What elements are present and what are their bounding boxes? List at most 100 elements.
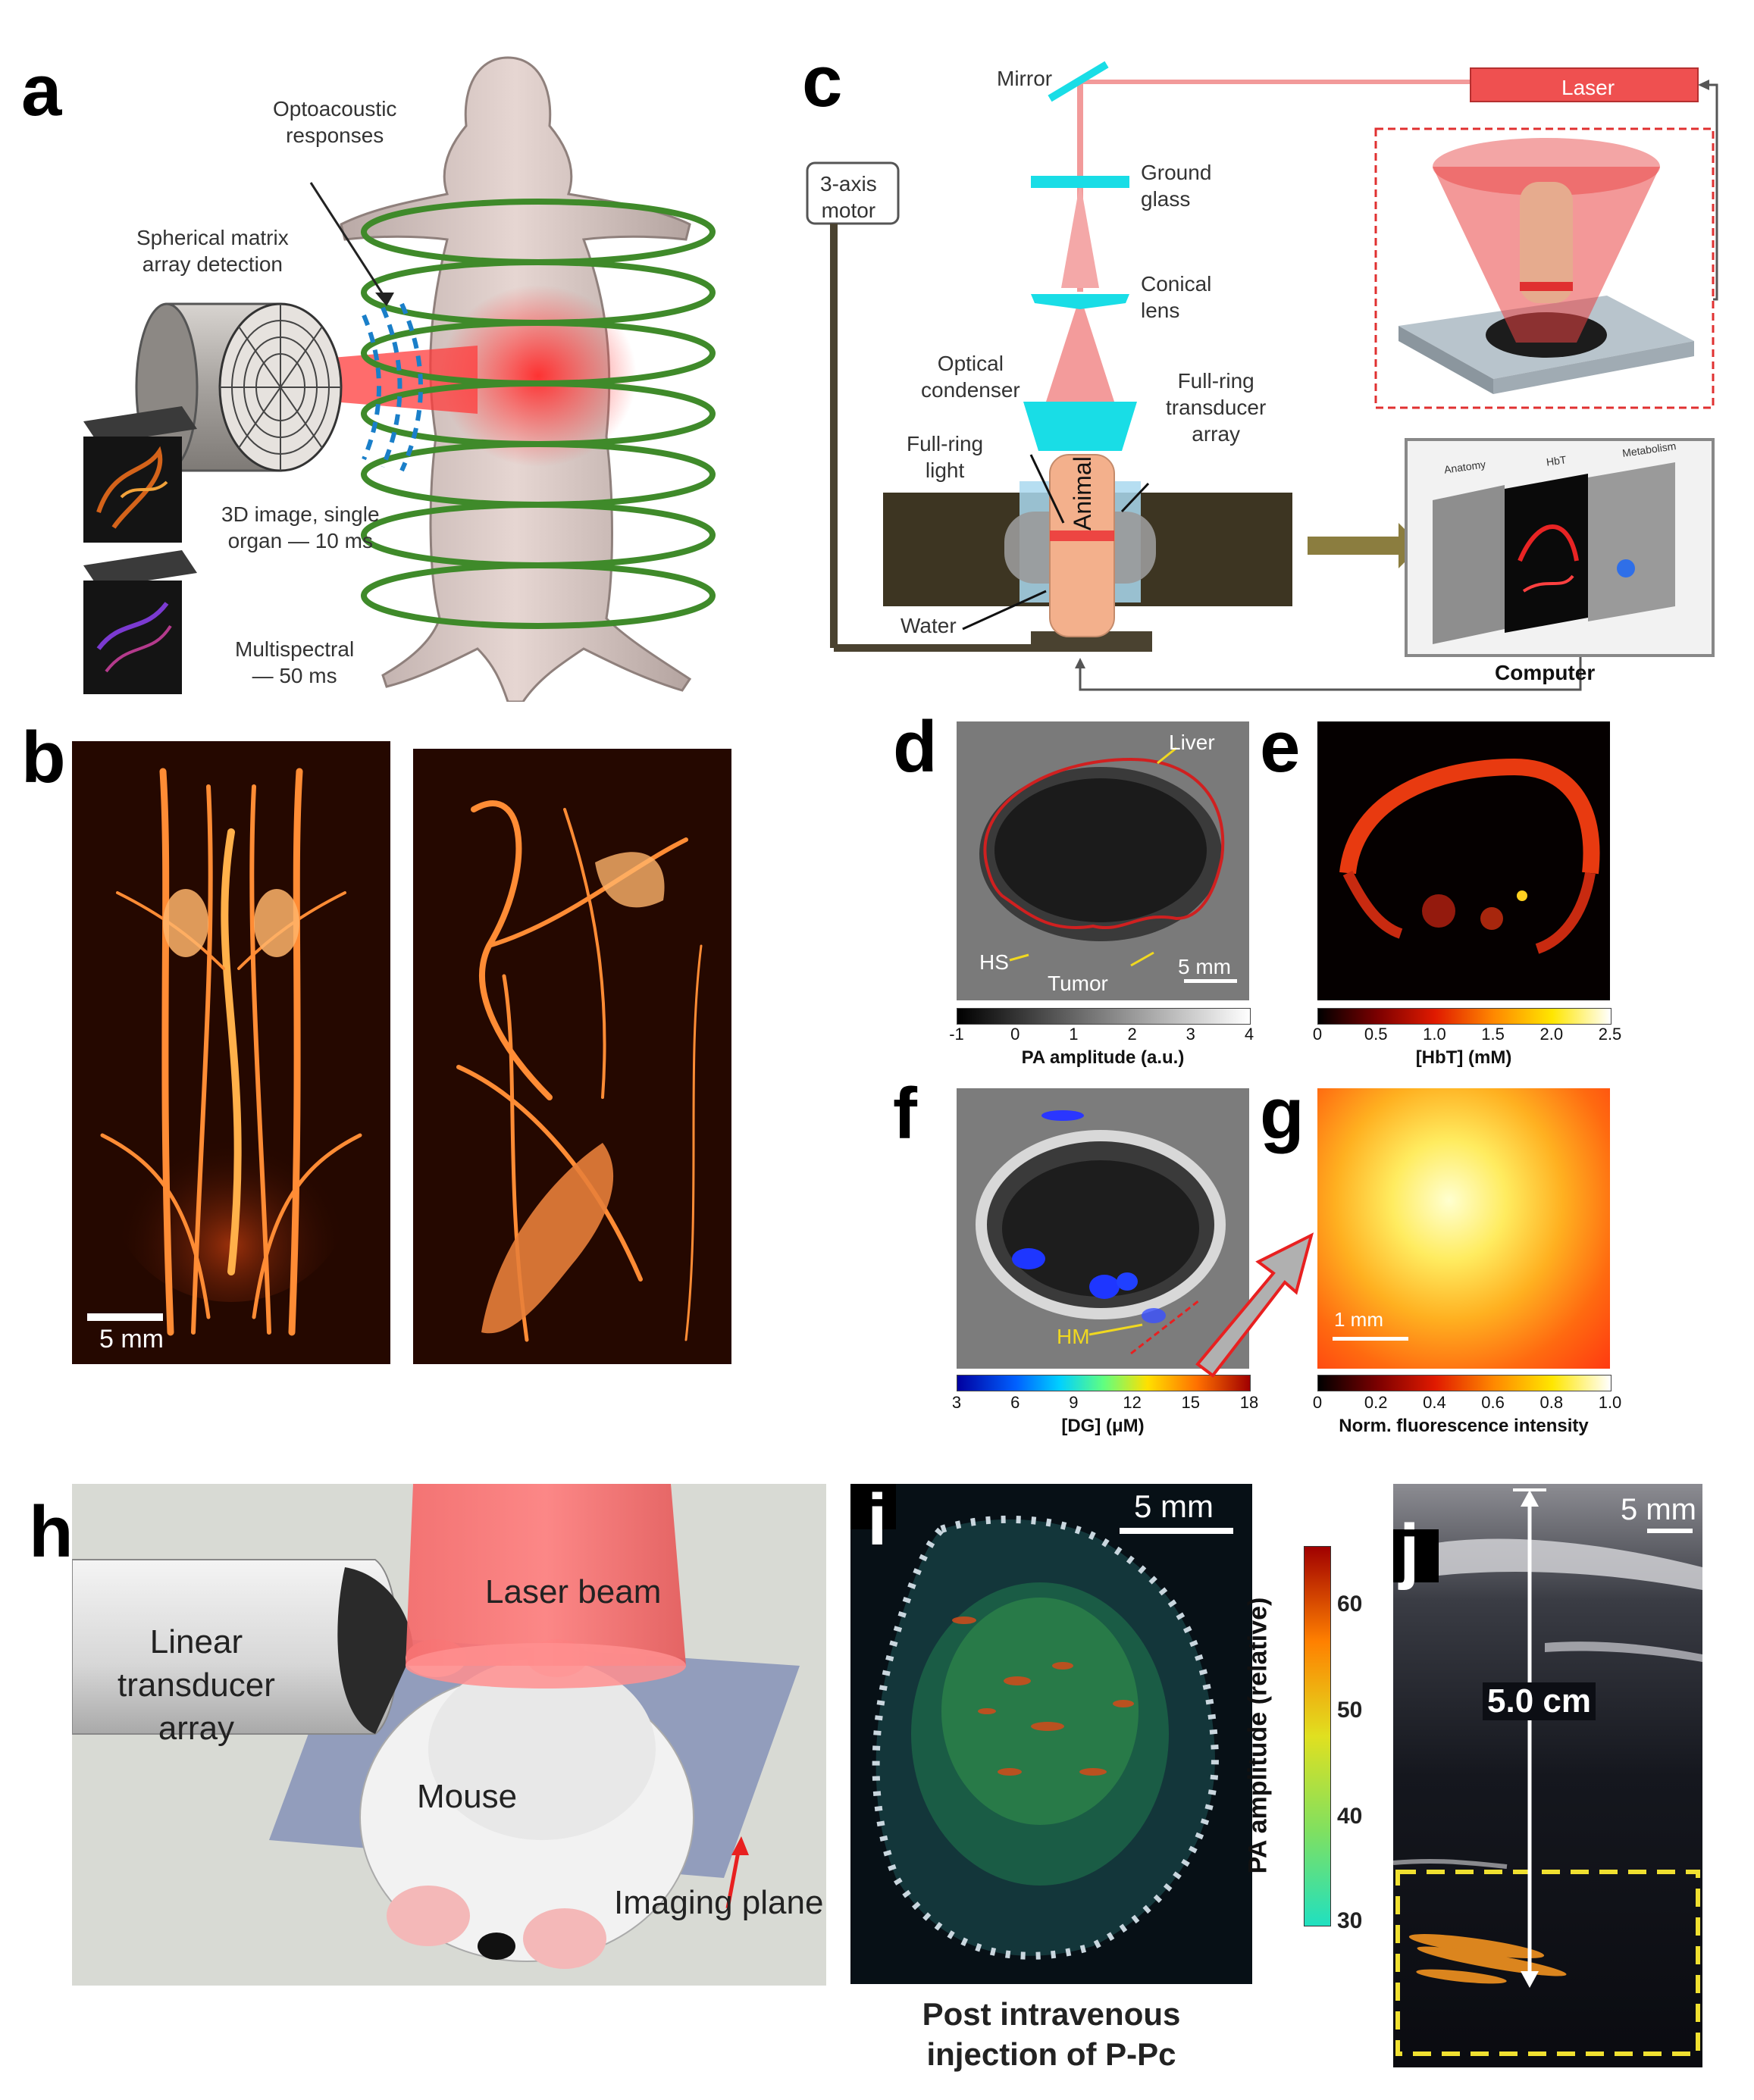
- colorbar-e: [1317, 1008, 1611, 1025]
- colorbar-i-ticks: 60 50 40 30: [1337, 1546, 1383, 1933]
- cbar-e-tick-0: 0: [1312, 1025, 1323, 1044]
- panel-c-schematic: [806, 61, 1718, 691]
- conical-lens: [1031, 294, 1129, 309]
- panel-j-image: j 5 mm 5.0 cm: [1393, 1484, 1702, 2067]
- laser-box[interactable]: [1470, 67, 1699, 102]
- panel-h-image: Linear transducer array Laser beam Mouse…: [72, 1484, 826, 1986]
- cbar-e-tick-3: 1.5: [1481, 1025, 1505, 1044]
- hbt-map: [1317, 721, 1610, 1000]
- panel-label-c: c: [802, 41, 843, 122]
- panel-label-j: j: [1399, 1510, 1420, 1591]
- laser-path: [1046, 80, 1471, 402]
- cbar-f-tick-1: 6: [1010, 1393, 1020, 1412]
- cbar-d-tick-3: 2: [1127, 1025, 1137, 1044]
- zoom-arrow: [1195, 1232, 1314, 1378]
- label-laser: Laser: [1561, 76, 1615, 99]
- cbar-f-tick-5: 18: [1239, 1393, 1259, 1412]
- animal: [1049, 454, 1115, 637]
- caption-i: Post intravenous injection of P-Pc: [922, 1996, 1181, 2072]
- ground-glass: [1031, 176, 1129, 188]
- vessel-map-coronal: [72, 741, 390, 1364]
- label-animal: Animal: [1069, 456, 1096, 530]
- colorbar-d-ticks: -1 0 1 2 3 4 PA amplitude (a.u.): [949, 1025, 1254, 1070]
- colorbar-f: [957, 1375, 1251, 1391]
- cbar-g-tick-1: 0.2: [1364, 1393, 1388, 1412]
- label-liver: Liver: [1169, 731, 1215, 754]
- cbar-g-tick-5: 1.0: [1598, 1393, 1622, 1412]
- cbar-e-tick-4: 2.0: [1539, 1025, 1564, 1044]
- pa-anatomy-map: [957, 721, 1249, 1000]
- label-optical-condenser: Optical condenser: [921, 352, 1020, 402]
- dg-metabolism-map: [957, 1088, 1249, 1369]
- panel-label-g: g: [1260, 1073, 1305, 1154]
- feedback-line-motor: [1079, 656, 1582, 691]
- cbar-g-tick-0: 0: [1312, 1393, 1323, 1412]
- cbar-e-tick-2: 1.0: [1423, 1025, 1446, 1044]
- cbar-f-tick-2: 9: [1069, 1393, 1079, 1412]
- label-full-ring-transducer: Full-ring transducer array: [1166, 369, 1267, 446]
- label-water: Water: [900, 614, 957, 637]
- panel-i-image: i 5 mm: [850, 1484, 1252, 1984]
- colorbar-e-ticks: 0 0.5 1.0 1.5 2.0 2.5 [HbT] (mM): [1313, 1025, 1621, 1070]
- label-linear-array: Linear transducer array: [117, 1623, 275, 1748]
- label-motor: 3-axis motor: [820, 172, 877, 222]
- cbar-g-title: Norm. fluorescence intensity: [1339, 1416, 1589, 1436]
- cbar-e-tick-1: 0.5: [1364, 1025, 1388, 1044]
- optical-condenser: [1023, 402, 1137, 451]
- green-spiral-rings: [361, 199, 716, 629]
- response-arrow: [309, 182, 388, 301]
- linear-transducer: [72, 1559, 413, 1735]
- laser-cone: [406, 1484, 686, 1666]
- label-optoacoustic: Optoacoustic responses: [273, 97, 397, 147]
- colorbar-i: [1304, 1546, 1331, 1926]
- label-scalebar-i: 5 mm: [1134, 1488, 1214, 1524]
- label-imaging-plane: Imaging plane: [614, 1884, 824, 1921]
- label-screen-hbt: HbT: [1545, 453, 1568, 468]
- recon-cube-multispectral: [83, 550, 197, 694]
- panel-label-f: f: [893, 1073, 917, 1154]
- panel-b-left-image: 5 mm: [72, 741, 390, 1364]
- cbar-d-tick-2: 1: [1069, 1025, 1079, 1044]
- panel-label-i: i: [867, 1484, 888, 1560]
- panel-label-b: b: [21, 717, 66, 798]
- panel-f-image: HM: [957, 1088, 1249, 1369]
- roi-box: [1395, 1870, 1700, 2056]
- spherical-array-detector: [135, 302, 343, 472]
- scalebar-b: [87, 1313, 163, 1321]
- panel-label-a: a: [21, 50, 62, 131]
- label-scalebar-j: 5 mm: [1621, 1493, 1696, 1526]
- cbar-i-tick-40: 40: [1337, 1804, 1363, 1829]
- cbar-e-tick-5: 2.5: [1598, 1025, 1622, 1044]
- label-hs: HS: [979, 950, 1009, 974]
- panel-a: Optoacoustic responses Spherical matrix …: [83, 42, 728, 703]
- cbar-g-tick-4: 0.8: [1539, 1393, 1564, 1412]
- label-scalebar-g: 1 mm: [1334, 1308, 1383, 1331]
- label-tumor: Tumor: [1048, 972, 1108, 995]
- label-computer: Computer: [1495, 661, 1596, 684]
- cbar-d-tick-0: -1: [949, 1025, 964, 1044]
- acoustic-waves: [362, 302, 423, 472]
- label-hm: HM: [1057, 1325, 1090, 1348]
- label-scalebar-b: 5 mm: [99, 1325, 164, 1354]
- cbar-d-tick-1: 0: [1010, 1025, 1020, 1044]
- cbar-f-title: [DG] (μM): [1061, 1416, 1145, 1436]
- colorbar-d: [957, 1008, 1251, 1025]
- cbar-d-tick-5: 4: [1244, 1025, 1254, 1044]
- pa-ppc-map: [850, 1484, 1252, 1984]
- label-laser-beam: Laser beam: [485, 1573, 662, 1610]
- panel-d-image: Liver HS Tumor 5 mm: [957, 721, 1249, 1000]
- panel-b-right-image: [413, 749, 731, 1364]
- colorbar-g: [1317, 1375, 1611, 1391]
- cbar-i-tick-50: 50: [1337, 1698, 1363, 1723]
- label-conical-lens: Conical lens: [1141, 272, 1212, 322]
- output-arrow: [1308, 523, 1421, 568]
- cbar-i-tick-60: 60: [1337, 1591, 1363, 1616]
- cbar-d-title: PA amplitude (a.u.): [1021, 1047, 1185, 1068]
- linear-array-illustration: [72, 1484, 826, 1986]
- organ-glow: [440, 285, 637, 467]
- panel-label-e: e: [1260, 706, 1301, 787]
- scalebar-d: [1184, 979, 1237, 983]
- scalebar-g: [1333, 1337, 1408, 1341]
- panel-g-image: 1 mm: [1317, 1088, 1610, 1369]
- cbar-i-tick-30: 30: [1337, 1908, 1363, 1933]
